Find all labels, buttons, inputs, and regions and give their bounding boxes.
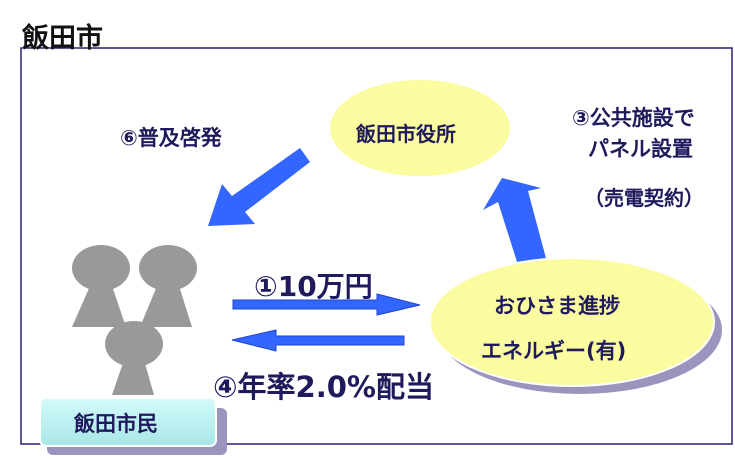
citizens-box [39, 397, 217, 447]
investment-label: ①10万円 [254, 270, 373, 303]
promotion-label: ⑥普及啓発 [120, 126, 222, 150]
person-body [112, 360, 154, 395]
panel-arrow [483, 178, 547, 265]
investment-arrow [232, 293, 421, 316]
company-label-2: エネルギー(有) [481, 339, 627, 363]
person-body [140, 286, 192, 327]
panel-label-1: ③公共施設で [572, 106, 695, 130]
person-head [72, 245, 130, 291]
contract-label: （売電契約） [584, 186, 704, 210]
citizens-label: 飯田市民 [74, 412, 158, 436]
person-head [139, 245, 197, 291]
person-head [105, 321, 163, 367]
company-label-1: おひさま進捗 [494, 294, 620, 318]
promotion-arrow [208, 148, 310, 226]
person-body [72, 286, 126, 327]
dividend-arrow [231, 329, 405, 352]
company-ellipse [429, 257, 715, 387]
city-hall-label: 飯田市役所 [356, 122, 456, 146]
dividend-label: ④年率2.0%配当 [213, 370, 434, 404]
citizens-figures [72, 245, 197, 395]
page-title: 飯田市 [22, 23, 103, 54]
panel-label-2: パネル設置 [588, 137, 693, 161]
city-border [20, 47, 733, 445]
city-hall-ellipse [330, 80, 510, 176]
